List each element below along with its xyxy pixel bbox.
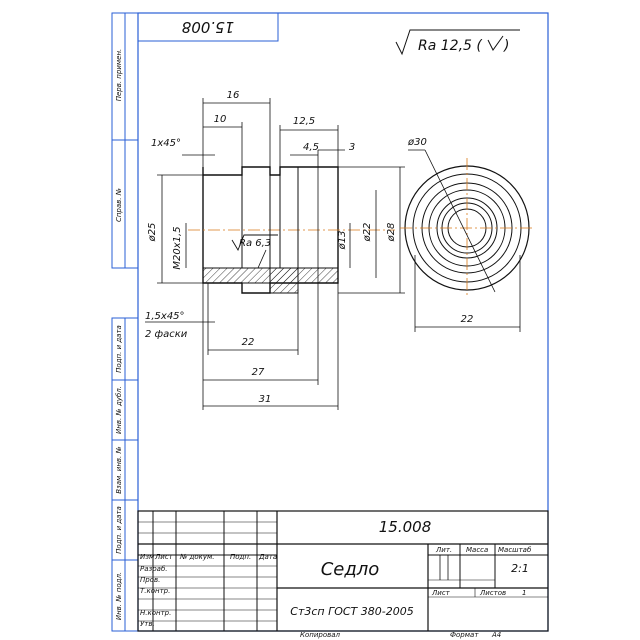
format-label: Формат xyxy=(450,631,479,639)
dim-31: 31 xyxy=(259,394,272,405)
label-vzam-inv: Взам. инв. № xyxy=(115,446,123,494)
tb-scale-value: 2:1 xyxy=(511,562,529,575)
dim-d22-vertical: ø22 xyxy=(362,223,373,243)
tb-sheets-value: 1 xyxy=(522,589,526,597)
dim-chamfer-1x45: 1x45° xyxy=(151,138,181,149)
dim-m20: М20x1,5 xyxy=(172,226,183,269)
left-margin: Перв. примен. Справ. № Подп. и дата Инв.… xyxy=(111,12,139,632)
label-inv-dubl: Инв. № дубл. xyxy=(115,386,123,434)
end-view: ø30 22 xyxy=(400,137,535,332)
dim-chamfer-1-5x45: 1,5x45° xyxy=(145,311,185,322)
top-number: 15.008 xyxy=(182,18,235,36)
tb-prov: Пров. xyxy=(140,576,160,584)
dim-ra63: Ra 6,3 xyxy=(239,238,271,249)
format-value: А4 xyxy=(491,631,501,639)
title-block: Изм Лист № докум. Подп. Дата Разраб. Про… xyxy=(137,510,549,632)
tb-tkontr: Т.контр. xyxy=(140,587,170,595)
tb-code: 15.008 xyxy=(379,518,432,536)
dim-22-bottom: 22 xyxy=(242,337,255,348)
copied-label: Копировал xyxy=(300,631,341,639)
dim-16: 16 xyxy=(227,90,240,101)
tb-list: Лист xyxy=(154,553,174,561)
vertical-dimensions: ø25 М20x1,5 ø13 ø22 ø28 Ra 6,3 xyxy=(147,166,405,294)
label-inv-podl: Инв. № подл. xyxy=(115,572,123,620)
dim-22-right: 22 xyxy=(461,314,474,325)
roughness-text: Ra 12,5 ( xyxy=(418,38,482,54)
top-dimensions: 16 10 12,5 4,5 3 1x45° xyxy=(151,90,355,167)
tb-sheet-label: Лист xyxy=(431,589,451,597)
label-podp-data-1: Подп. и дата xyxy=(115,325,123,373)
tb-massa: Масса xyxy=(466,546,488,554)
dim-27: 27 xyxy=(252,367,265,378)
tb-data: Дата xyxy=(258,553,277,561)
dim-10: 10 xyxy=(214,114,227,125)
dim-12-5: 12,5 xyxy=(293,116,315,127)
label-sprav: Справ. № xyxy=(115,188,123,222)
dim-d30: ø30 xyxy=(407,137,427,148)
tb-izm: Изм xyxy=(140,553,155,561)
bottom-dimensions: 1,5x45° 2 фаски 22 27 31 xyxy=(145,283,339,410)
chamfers-note: 2 фаски xyxy=(145,329,188,340)
tb-n-dokum: № докум. xyxy=(179,553,215,561)
tb-podp: Подп. xyxy=(230,553,251,561)
label-podp-data-2: Подп. и дата xyxy=(115,506,123,554)
tb-masshtab: Масштаб xyxy=(498,546,532,554)
label-perv-primen: Перв. примен. xyxy=(115,49,123,102)
tb-nkontr: Н.контр. xyxy=(140,609,171,617)
dim-3: 3 xyxy=(349,142,355,153)
tb-sheets-label: Листов xyxy=(479,589,506,597)
tb-utv: Утв. xyxy=(140,620,155,628)
tb-material: Ст3сп ГОСТ 380-2005 xyxy=(290,605,413,618)
dim-4-5: 4,5 xyxy=(303,142,319,153)
dim-d25: ø25 xyxy=(147,223,158,243)
roughness-symbol: Ra 12,5 ( ) xyxy=(395,29,520,56)
tb-razrab: Разраб. xyxy=(140,565,168,573)
roughness-text-end: ) xyxy=(503,38,509,54)
tb-part-name: Седло xyxy=(321,559,380,580)
dim-d13: ø13 xyxy=(337,231,348,251)
tb-lit: Лит. xyxy=(435,546,452,554)
dim-d28: ø28 xyxy=(386,223,397,243)
